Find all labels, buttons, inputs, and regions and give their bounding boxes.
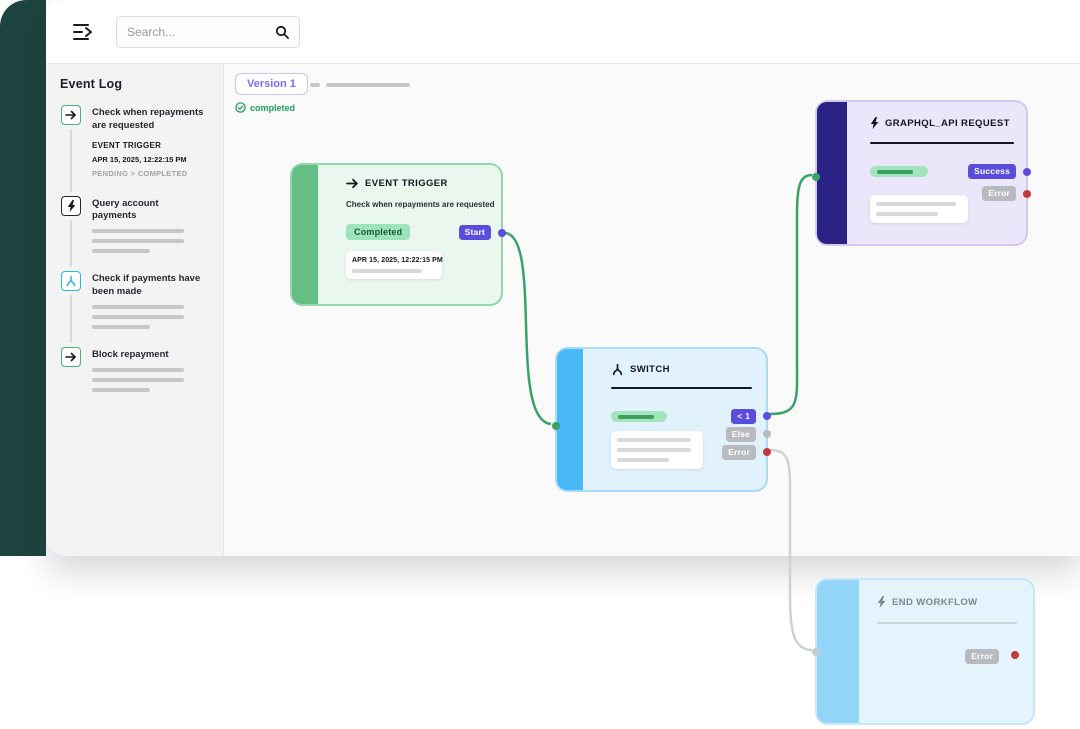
port-dot-error[interactable] xyxy=(1023,190,1031,198)
placeholder-line xyxy=(92,387,150,392)
node-stripe xyxy=(292,165,318,304)
port-success[interactable]: Success xyxy=(968,164,1016,179)
timestamp-card: APR 15, 2025, 12:22:15 PM xyxy=(346,251,443,279)
port-dot-error[interactable] xyxy=(763,448,771,456)
placeholder-line xyxy=(92,239,184,244)
placeholder-line xyxy=(92,324,150,329)
node-title: EVENT TRIGGER xyxy=(365,178,448,189)
timeline-column xyxy=(60,271,82,347)
search-input[interactable] xyxy=(127,24,262,39)
timestamp-text: APR 15, 2025, 12:22:15 PM xyxy=(352,257,443,264)
node-stripe xyxy=(817,102,847,244)
log-item-title: Block repayment xyxy=(92,348,169,360)
branch-icon xyxy=(61,271,81,292)
node-switch[interactable]: SWITCH < 1 Else Error xyxy=(552,347,771,492)
port-lt1[interactable]: < 1 xyxy=(731,409,756,424)
log-item-title: Check when repayments are requested xyxy=(92,107,204,131)
placeholder-line xyxy=(92,314,184,319)
arrow-right-icon xyxy=(61,346,81,367)
node-stripe xyxy=(817,580,859,723)
placeholder-line xyxy=(617,448,691,452)
progress-pill xyxy=(870,166,928,177)
node-divider xyxy=(870,142,1014,144)
log-item-title: Check if payments have been made xyxy=(92,273,201,298)
left-rail xyxy=(0,0,46,556)
app-header xyxy=(46,0,1080,64)
version-button[interactable]: Version 1 xyxy=(235,73,308,95)
placeholder-line xyxy=(92,304,184,309)
node-divider xyxy=(611,387,752,389)
search-icon[interactable] xyxy=(275,25,289,39)
check-circle-icon xyxy=(235,102,246,113)
timeline-column xyxy=(60,195,82,272)
status-completed: completed xyxy=(235,102,295,113)
placeholder-line xyxy=(92,229,184,234)
status-completed-label: completed xyxy=(250,102,296,113)
placeholder-line xyxy=(310,83,320,87)
log-item-timestamp: APR 15, 2025, 12:22:15 PM xyxy=(92,154,187,164)
port-error[interactable]: Error xyxy=(965,649,999,664)
port-else[interactable]: Else xyxy=(725,427,756,442)
log-item[interactable]: Query account payments xyxy=(60,195,209,272)
placeholder-line xyxy=(92,377,184,382)
panel-title: Event Log xyxy=(60,77,123,91)
port-error[interactable]: Error xyxy=(982,186,1016,201)
placeholder-line xyxy=(876,202,956,206)
detail-card xyxy=(870,195,968,223)
port-dot-success[interactable] xyxy=(1023,168,1031,176)
port-dot-else[interactable] xyxy=(763,430,771,438)
input-port-dot[interactable] xyxy=(812,173,820,181)
port-dot-error[interactable] xyxy=(1011,651,1019,659)
placeholder-line xyxy=(352,269,422,273)
branch-icon xyxy=(612,363,623,376)
port-error[interactable]: Error xyxy=(722,445,756,460)
search-box[interactable] xyxy=(116,15,300,48)
arrow-right-icon xyxy=(61,105,81,125)
bolt-icon xyxy=(877,596,886,608)
log-item[interactable]: Check if payments have been made xyxy=(60,271,209,347)
status-badge: Completed xyxy=(346,224,411,240)
bolt-icon xyxy=(61,195,81,216)
port-start[interactable]: Start xyxy=(458,225,491,240)
event-log-panel: Event Log Check when repayments are requ… xyxy=(46,64,224,556)
placeholder-line xyxy=(326,83,410,87)
bolt-icon xyxy=(870,117,879,129)
node-title: SWITCH xyxy=(630,364,670,375)
node-event-trigger[interactable]: EVENT TRIGGER Check when repayments are … xyxy=(290,163,506,306)
node-divider xyxy=(877,622,1017,624)
placeholder-line xyxy=(92,249,150,254)
menu-icon xyxy=(73,23,92,40)
log-item-title: Query account payments xyxy=(92,197,159,222)
placeholder-line xyxy=(876,212,938,216)
input-port-dot[interactable] xyxy=(812,648,820,656)
log-item[interactable]: Block repayment xyxy=(60,346,209,410)
detail-card xyxy=(611,431,703,469)
placeholder-line xyxy=(92,367,184,372)
log-item[interactable]: Check when repayments are requested EVEN… xyxy=(60,105,209,196)
log-item-status: PENDING > COMPLETED xyxy=(92,168,188,178)
node-subtitle: Check when repayments are requested xyxy=(346,200,495,209)
sidebar-toggle-button[interactable] xyxy=(70,20,98,44)
placeholder-line xyxy=(617,458,669,462)
log-item-event-type: EVENT TRIGGER xyxy=(92,140,162,150)
timeline-column xyxy=(60,346,82,410)
node-end-workflow[interactable]: END WORKFLOW Error xyxy=(812,578,1035,725)
placeholder-line xyxy=(617,438,691,442)
timeline-column xyxy=(60,105,82,196)
app-window: Event Log Check when repayments are requ… xyxy=(46,0,1080,556)
port-dot-start[interactable] xyxy=(498,229,506,237)
node-title: GRAPHQL_API REQUEST xyxy=(885,117,1010,129)
progress-pill xyxy=(611,411,667,422)
node-graphql-api-request[interactable]: GRAPHQL_API REQUEST Success Error xyxy=(812,100,1031,246)
arrow-right-icon xyxy=(346,178,358,189)
node-title: END WORKFLOW xyxy=(892,596,978,608)
port-dot-lt1[interactable] xyxy=(763,412,771,420)
input-port-dot[interactable] xyxy=(552,422,560,430)
node-stripe xyxy=(557,349,583,490)
